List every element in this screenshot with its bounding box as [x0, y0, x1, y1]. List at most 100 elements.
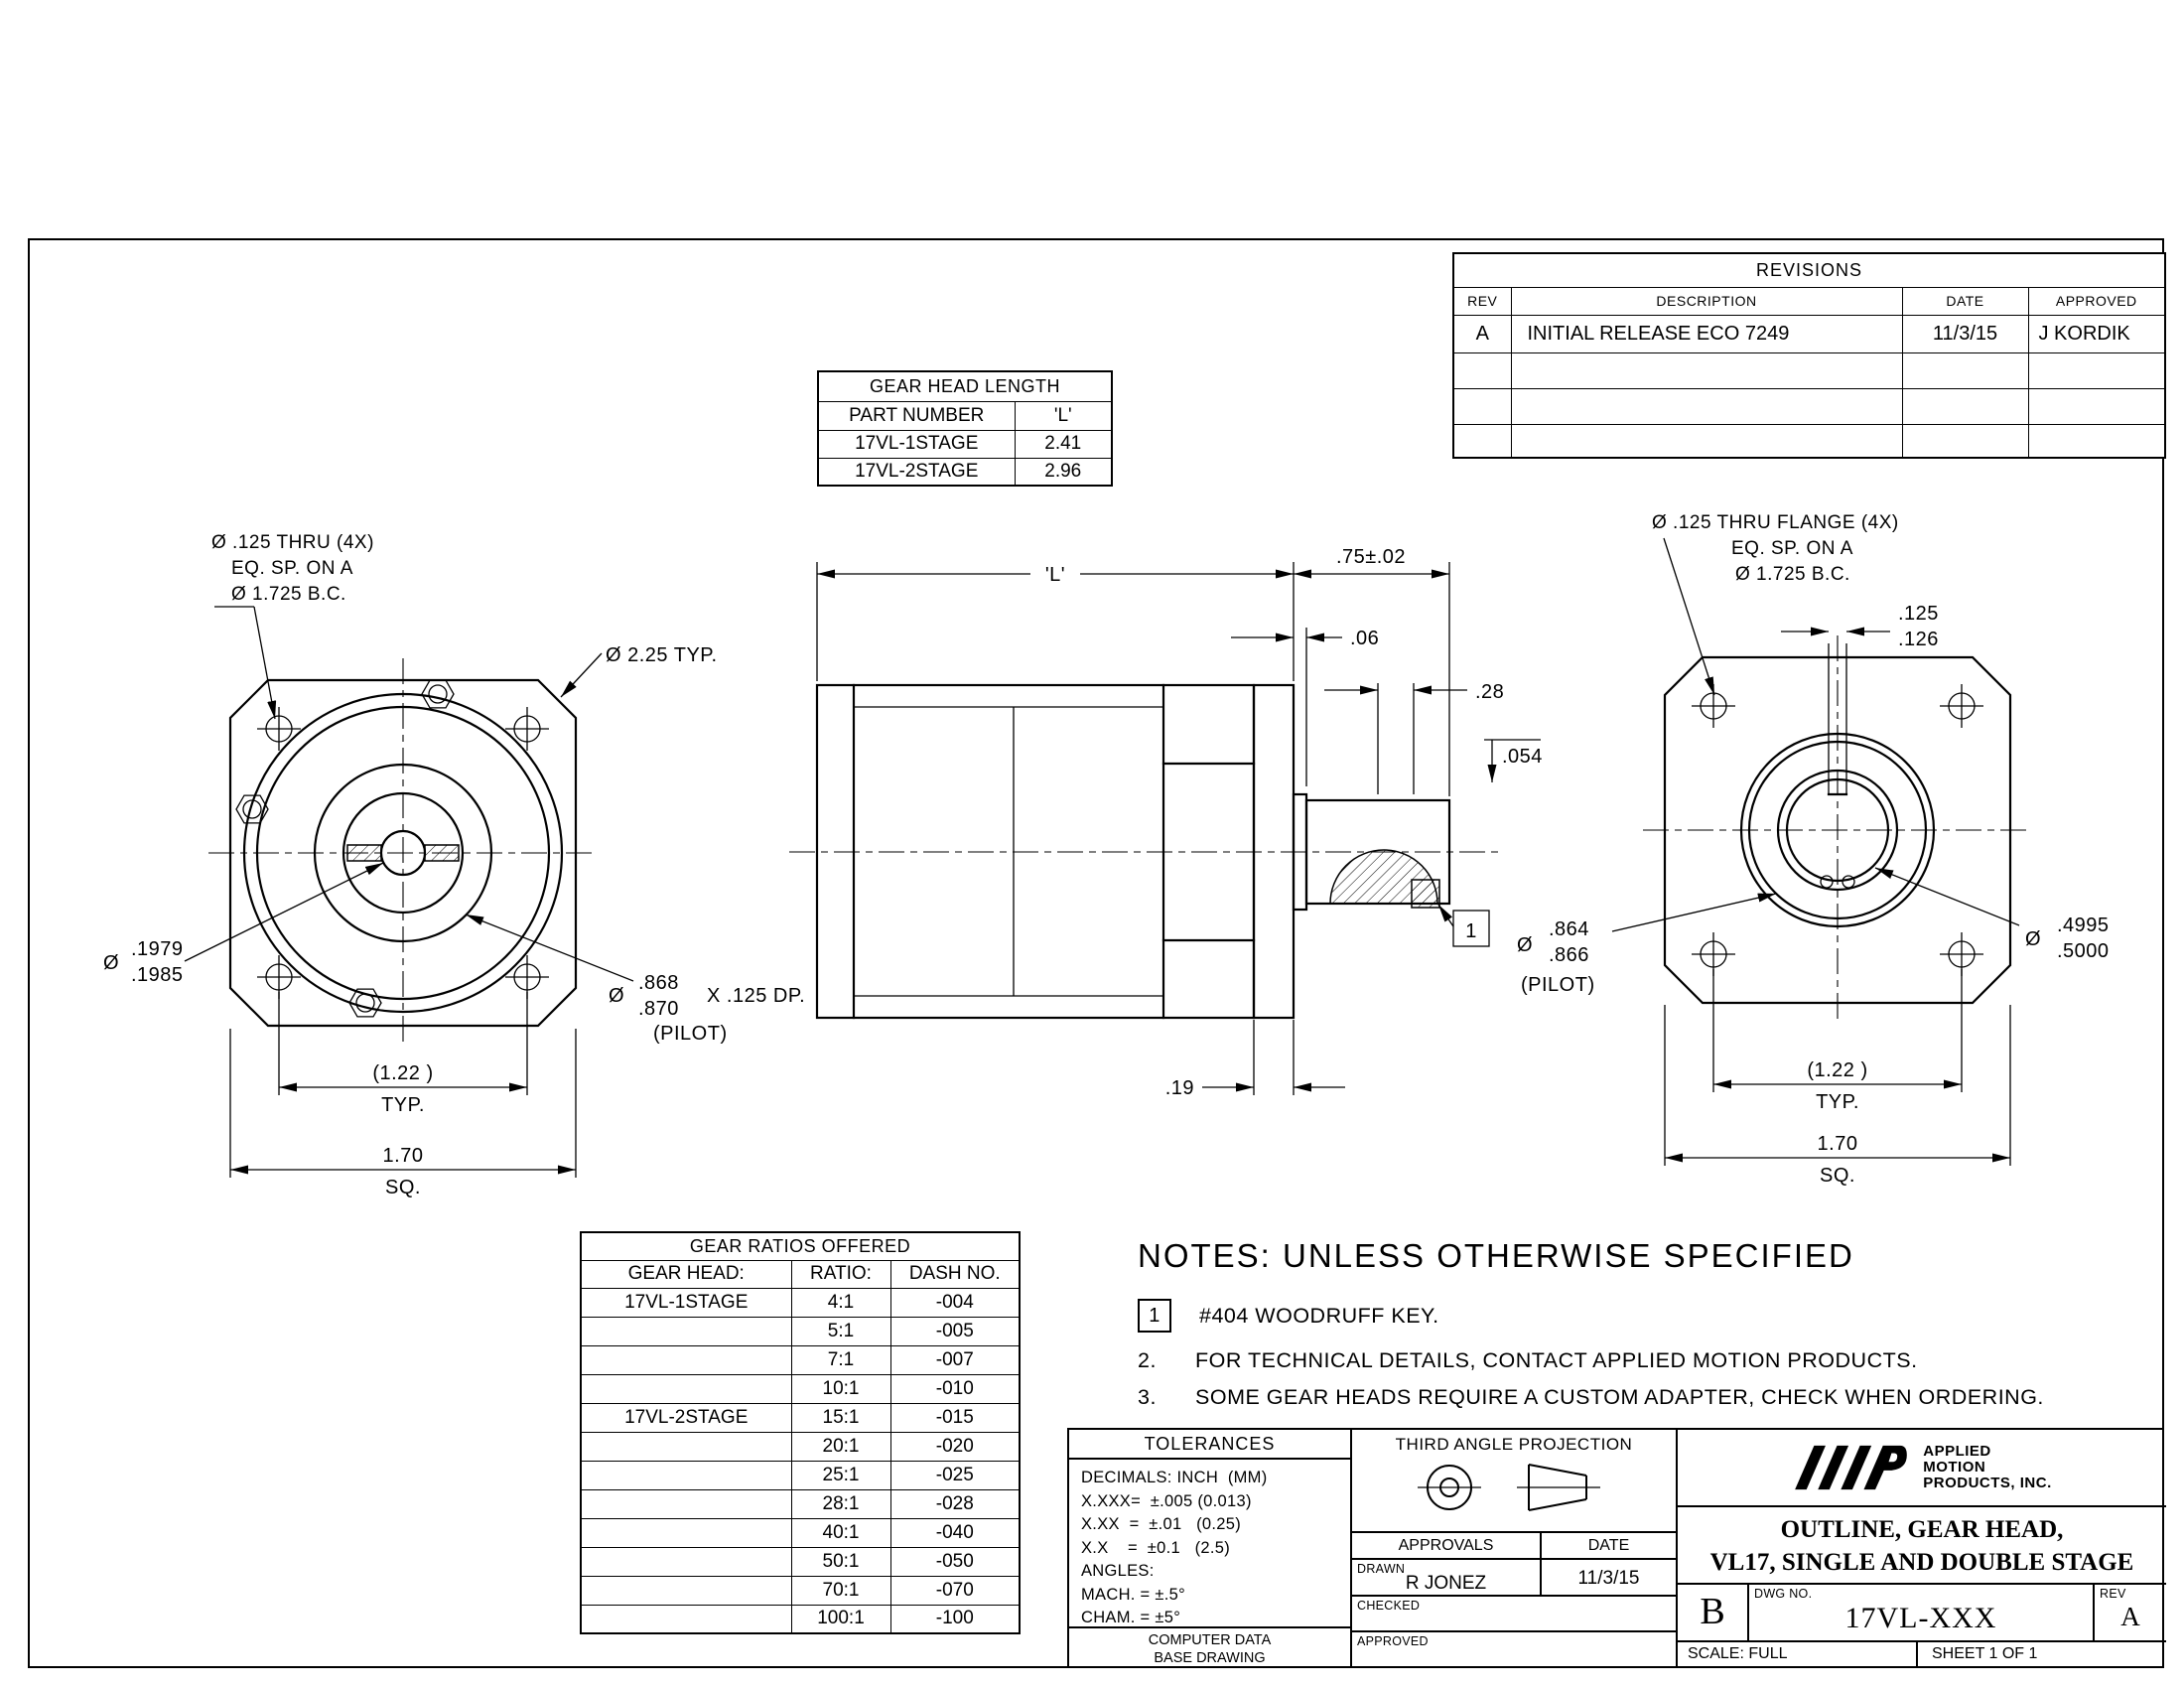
rear-view: Ø .125 THRU FLANGE (4X) EQ. SP. ON A Ø 1…: [1517, 512, 2110, 1187]
rear-holes-note-line2: EQ. SP. ON A: [1731, 538, 1853, 559]
ratio-row: 70:1-070: [580, 1575, 1021, 1606]
ghl-header-length: 'L': [1014, 400, 1113, 431]
note-item-2: 2. FOR TECHNICAL DETAILS, CONTACT APPLIE…: [1138, 1348, 2154, 1373]
side-length-dim: [816, 562, 1450, 796]
rear-holes-note-line3: Ø 1.725 B.C.: [1735, 564, 1850, 585]
company-logo-row: APPLIED MOTION PRODUCTS, INC.: [1678, 1430, 2166, 1507]
ratio-row: 25:1-025: [580, 1460, 1021, 1490]
drawing-title-line2: VL17, SINGLE AND DOUBLE STAGE: [1709, 1549, 2134, 1576]
tolerances-body: DECIMALS: INCH (MM) X.XXX= ±.005 (0.013)…: [1069, 1460, 1350, 1630]
rear-bolt-span-dim: [1712, 969, 1963, 1092]
rear-holes-leader: [1663, 537, 1715, 696]
side-view: 'L' .75±.02 .06 .28 .054 .19 1: [789, 546, 1542, 1099]
side-balloon-1: [1437, 904, 1490, 947]
side-key-loc-dim: [1324, 683, 1467, 794]
drawn-row: DRAWN R JONEZ 11/3/15: [1352, 1560, 1676, 1597]
revision-date: 11/3/15: [1901, 314, 2029, 353]
front-body-dia-leader: [560, 652, 603, 698]
side-gap-value: .06: [1350, 628, 1379, 649]
ghl-length: 2.41: [1014, 429, 1113, 459]
rear-pin-hole-right: [1842, 875, 1855, 889]
revisions-header-description: DESCRIPTION: [1510, 286, 1903, 316]
revision-row-empty: [1452, 387, 2166, 425]
company-line1: APPLIED: [1923, 1443, 1991, 1460]
rear-flange-outline: [1663, 655, 2012, 1005]
front-square-value: 1.70: [383, 1145, 424, 1167]
front-bore-dia-symbol: Ø: [103, 952, 119, 974]
rear-bolt-span-typ: TYP.: [1816, 1091, 1859, 1113]
dwg-no-label: DWG NO.: [1754, 1587, 1813, 1601]
drawn-label: DRAWN: [1357, 1562, 1406, 1576]
approvals-header-row: APPROVALS DATE: [1352, 1533, 1676, 1560]
tolerance-line: ANGLES:: [1081, 1562, 1155, 1580]
approved-row: APPROVED: [1352, 1632, 1676, 1668]
side-plate-thickness-dim: [1202, 1020, 1345, 1095]
revision-description: INITIAL RELEASE ECO 7249: [1510, 314, 1903, 353]
ratio-row: 40:1-040: [580, 1517, 1021, 1548]
ratio-row: 7:1-007: [580, 1344, 1021, 1375]
computer-data-line2: BASE DRAWING: [1154, 1650, 1266, 1666]
scale-value: SCALE: FULL: [1678, 1642, 1918, 1668]
front-pilot-upper-limit: .868: [638, 972, 679, 994]
projection-title: THIRD ANGLE PROJECTION: [1395, 1435, 1633, 1454]
front-flange-outline: [228, 678, 578, 1028]
tolerance-line: X.XX = ±.01 (0.25): [1081, 1515, 1242, 1533]
ratio-row: 28:1-028: [580, 1488, 1021, 1519]
tolerances-section: TOLERANCES DECIMALS: INCH (MM) X.XXX= ±.…: [1069, 1430, 1352, 1666]
front-holes-leader: [253, 606, 277, 720]
front-view: Ø .125 THRU (4X) EQ. SP. ON A Ø 1.725 B.…: [103, 532, 805, 1198]
rear-pilot-dia-symbol: Ø: [1517, 934, 1533, 956]
note-balloon-1: 1: [1138, 1299, 1171, 1333]
ghl-header-part: PART NUMBER: [817, 400, 1016, 431]
side-balloon-number: 1: [1465, 920, 1477, 942]
third-angle-projection-symbol: [1418, 1464, 1600, 1511]
dwg-no-value: 17VL-XXX: [1844, 1602, 1997, 1634]
notes-section: NOTES: UNLESS OTHERWISE SPECIFIED 1 #404…: [1138, 1237, 2154, 1410]
projection-box: THIRD ANGLE PROJECTION: [1352, 1430, 1676, 1533]
ratio-row: 100:1-100: [580, 1604, 1021, 1634]
side-shaft-length: .75±.02: [1336, 546, 1406, 568]
applied-motion-logo: [1795, 1445, 1908, 1490]
ratio-row: 5:1-005: [580, 1316, 1021, 1346]
title-block: TOLERANCES DECIMALS: INCH (MM) X.XXX= ±.…: [1067, 1428, 2166, 1668]
revisions-header-date: DATE: [1901, 286, 2029, 316]
side-gap-dim: [1231, 628, 1342, 786]
rear-shaft-lower-limit: .5000: [2057, 940, 2110, 962]
drawn-name: R JONEZ: [1405, 1573, 1487, 1594]
sheet-size: B: [1678, 1585, 1749, 1640]
rear-pilot-upper-limit: .864: [1549, 918, 1589, 940]
rear-pin-hole-left: [1820, 875, 1834, 889]
note-text-3: SOME GEAR HEADS REQUIRE A CUSTOM ADAPTER…: [1195, 1385, 2044, 1409]
note-text-1: #404 WOODRUFF KEY.: [1199, 1303, 1439, 1328]
computer-data-note: COMPUTER DATA BASE DRAWING: [1069, 1626, 1350, 1666]
side-plate-thickness-value: .19: [1165, 1077, 1194, 1099]
side-woodruff-key: [1411, 879, 1440, 909]
rear-square-dim: [1664, 1005, 2011, 1166]
side-key-loc-value: .28: [1475, 681, 1504, 703]
side-key-height-dim: [1484, 739, 1541, 782]
front-bolt-span-value: (1.22 ): [372, 1062, 433, 1084]
ghl-part: 17VL-2STAGE: [817, 457, 1016, 487]
ghl-length: 2.96: [1014, 457, 1113, 487]
rear-keyway-dim: [1781, 627, 1890, 796]
rev-label: REV: [2100, 1587, 2126, 1601]
ghl-title: GEAR HEAD LENGTH: [817, 370, 1113, 402]
front-pilot-depth: X .125 DP.: [707, 985, 805, 1007]
front-holes-note-line2: EQ. SP. ON A: [231, 558, 353, 579]
company-name: APPLIED MOTION PRODUCTS, INC.: [1923, 1444, 2052, 1491]
ratio-row: 20:1-020: [580, 1431, 1021, 1462]
drawing-number-row: B DWG NO. 17VL-XXX REV A: [1678, 1585, 2166, 1642]
dwg-no-cell: DWG NO. 17VL-XXX: [1749, 1585, 2095, 1640]
ratios-header-dash: DASH NO.: [889, 1259, 1021, 1289]
ratios-title: GEAR RATIOS OFFERED: [580, 1231, 1021, 1261]
rear-pilot-leader: [1611, 893, 1777, 932]
front-bolt-span-dim: [278, 992, 528, 1095]
front-pilot-dia-symbol: Ø: [609, 985, 624, 1007]
ghl-row: 17VL-2STAGE 2.96: [817, 457, 1113, 487]
drawn-date: 11/3/15: [1577, 1568, 1640, 1589]
revision-approved: J KORDIK: [2027, 314, 2166, 353]
